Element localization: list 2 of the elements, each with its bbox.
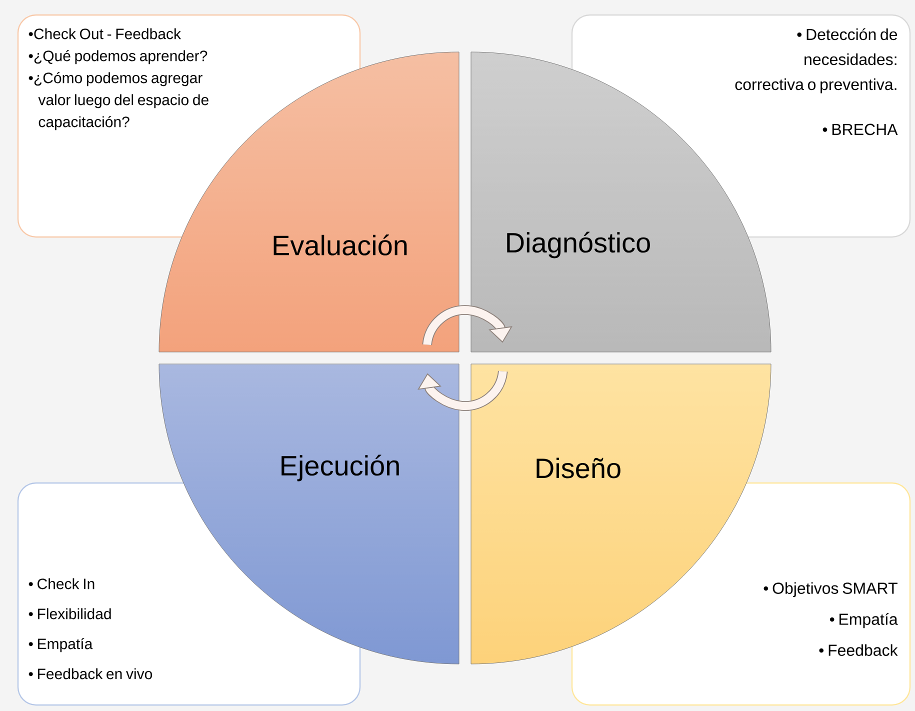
cycle-arrow <box>418 370 508 411</box>
cycle-arrow <box>422 305 512 346</box>
